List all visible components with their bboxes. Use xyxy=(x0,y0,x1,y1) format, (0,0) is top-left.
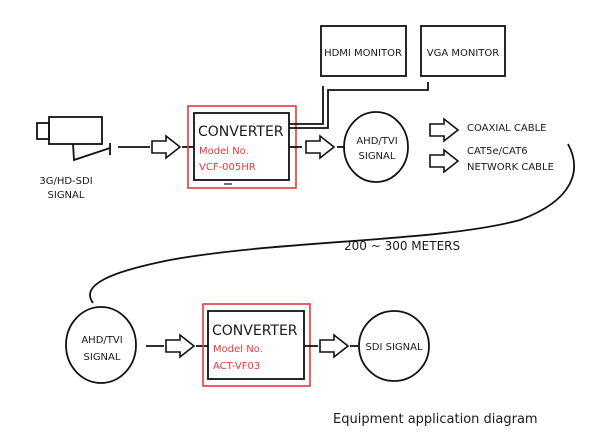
converter-bottom-highlight xyxy=(202,303,311,387)
signal-top-line1: AHD/TVI xyxy=(356,136,397,147)
converter-bottom-model-value: ACT-VF03 xyxy=(213,361,260,372)
flow-arrow-icon xyxy=(319,333,350,359)
vga-monitor-box xyxy=(420,25,506,77)
converter-bottom-title: CONVERTER xyxy=(212,323,298,339)
converter-top-model-label: Model No. xyxy=(199,146,249,157)
converter-bottom-model-label: Model No. xyxy=(213,344,263,355)
cable-network-line1: CAT5e/CAT6 xyxy=(467,146,528,157)
flow-arrow-icon xyxy=(305,134,336,160)
vga-monitor-label: VGA MONITOR xyxy=(427,48,500,59)
source-label-line2: SIGNAL xyxy=(48,190,85,201)
cable-network-line2: NETWORK CABLE xyxy=(467,162,554,173)
converter-top-box xyxy=(193,112,290,181)
cable-coaxial-label: COAXIAL CABLE xyxy=(467,123,546,134)
source-label-line1: 3G/HD-SDI xyxy=(39,176,92,187)
sdi-signal-circle xyxy=(358,310,430,382)
diagram-caption: Equipment application diagram xyxy=(333,412,538,427)
camera-icon xyxy=(36,116,111,162)
converter-top-title: CONVERTER xyxy=(198,124,284,140)
vga-connector-line xyxy=(289,82,429,129)
signal-top-circle xyxy=(343,111,409,183)
converter-bottom-box xyxy=(207,310,305,380)
hdmi-monitor-label: HDMI MONITOR xyxy=(324,48,402,59)
sdi-signal-label: SDI SIGNAL xyxy=(365,342,423,353)
hdmi-monitor-box xyxy=(320,25,407,77)
hdmi-connector-line xyxy=(289,86,324,125)
network-arrow-icon xyxy=(429,148,460,174)
signal-bottom-line2: SIGNAL xyxy=(84,352,121,363)
long-cable-curve xyxy=(89,143,575,304)
distance-label: 200 ~ 300 METERS xyxy=(344,239,460,253)
signal-bottom-line1: AHD/TVI xyxy=(81,335,122,346)
flow-arrow-icon xyxy=(151,134,182,160)
signal-top-line2: SIGNAL xyxy=(359,151,396,162)
converter-top-model-value: VCF-005HR xyxy=(199,162,256,173)
coaxial-arrow-icon xyxy=(429,117,460,143)
signal-bottom-circle xyxy=(65,306,137,384)
flow-arrow-icon xyxy=(165,333,196,359)
